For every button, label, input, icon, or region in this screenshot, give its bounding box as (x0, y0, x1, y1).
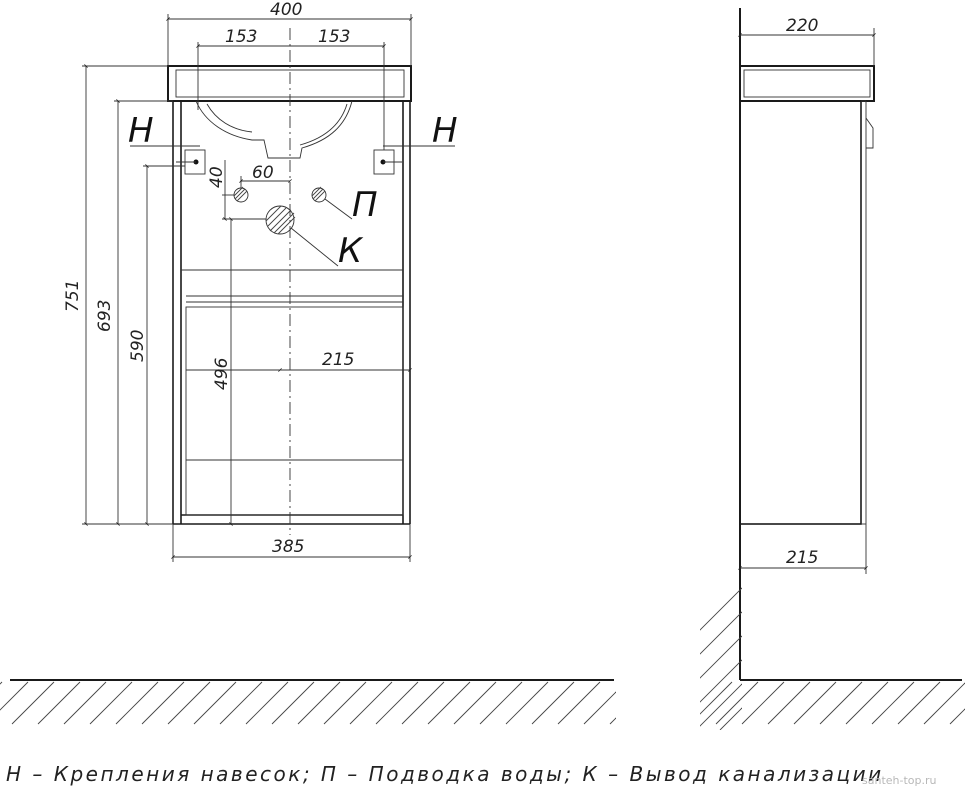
dim-height-496: 496 (212, 357, 232, 390)
hatch-line (719, 707, 742, 730)
hatch-line (609, 717, 616, 725)
watermark: santeh-top.ru (862, 774, 937, 787)
hatch-line (700, 587, 742, 631)
hatch-line (167, 681, 211, 725)
door-handle (865, 117, 874, 149)
hatch-line (427, 681, 471, 725)
hatch-line (741, 681, 785, 725)
hatch-line (923, 682, 965, 725)
hatch-line (89, 681, 133, 725)
hatch-line (219, 681, 263, 725)
hatch-line (37, 681, 81, 725)
hatch-line (193, 681, 237, 725)
cabinet-body (172, 101, 411, 525)
hatch-line (715, 681, 759, 725)
hatch-line (401, 681, 445, 725)
callout-mount-left: Н (128, 111, 154, 151)
water-inlet-right (311, 186, 327, 203)
dim-bottom-width: 385 (272, 537, 304, 557)
hatch-line (700, 659, 742, 703)
dim-offset-215: 215 (322, 350, 354, 370)
hatch-line (323, 681, 367, 725)
front-view: 400 153 153 751 693 590 496 40 60 215 (63, 0, 458, 562)
legend-caption: Н – Крепления навесок; П – Подводка воды… (6, 762, 884, 786)
dim-depth-body: 215 (786, 548, 818, 568)
dim-height-total: 751 (63, 280, 83, 312)
dim-right-half: 153 (318, 27, 350, 47)
hatch-line (767, 681, 811, 725)
dim-offset-60: 60 (252, 163, 274, 183)
hatch-line (375, 681, 419, 725)
water-inlet-left (233, 186, 249, 203)
hatch-line (819, 681, 863, 725)
hatch-line (271, 681, 315, 725)
dim-offset-40: 40 (207, 166, 227, 188)
hatch-line (793, 681, 837, 725)
callout-mount-right: Н (432, 111, 458, 151)
hatch-line (583, 691, 616, 725)
dim-height-693: 693 (95, 300, 115, 332)
hatch-line (557, 681, 601, 725)
basin-slab (167, 65, 412, 102)
hatch-line (871, 681, 915, 725)
hatch-line (700, 635, 742, 679)
hatch-line (531, 681, 575, 725)
hatch-line (141, 681, 185, 725)
hatch-line (245, 681, 289, 725)
dim-height-590: 590 (128, 330, 148, 362)
dim-left-half: 153 (225, 27, 257, 47)
hatch-line (11, 681, 55, 725)
hatch-line (0, 681, 29, 711)
drain-outlet (265, 205, 296, 235)
side-slab (739, 65, 875, 102)
basin-bowl (195, 100, 353, 159)
hatch-line (505, 681, 549, 725)
side-body (739, 100, 862, 525)
hatch-line (700, 683, 742, 727)
floor-front (0, 679, 616, 725)
hatch-line (845, 681, 889, 725)
hatch-line (700, 611, 742, 655)
side-view: 220 215 (700, 8, 965, 730)
hatch-line (479, 681, 523, 725)
hatch-line (949, 708, 965, 725)
callout-drain: К (338, 231, 364, 271)
callout-water: П (352, 185, 378, 225)
hatch-line (897, 681, 941, 725)
dim-depth-top: 220 (786, 16, 818, 36)
hatch-line (297, 681, 341, 725)
hatch-line (115, 681, 159, 725)
hatch-line (453, 681, 497, 725)
hatch-line (700, 681, 733, 715)
hatch-line (0, 681, 3, 685)
hatch-line (63, 681, 107, 725)
hatch-line (349, 681, 393, 725)
mount-bracket-left (130, 145, 206, 175)
dim-overall-width: 400 (270, 0, 302, 20)
